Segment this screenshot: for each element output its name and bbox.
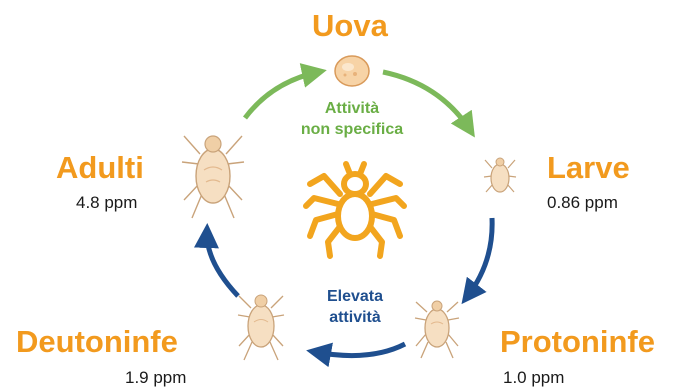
stage-protonymphs-value: 1.0 ppm (503, 369, 564, 386)
stage-adults-title: Adulti (56, 152, 144, 183)
egg-icon (333, 54, 371, 88)
adult-mite-icon (180, 122, 246, 222)
arrow-deutonymphs-to-adults (207, 232, 238, 296)
stage-larvae-value: 0.86 ppm (547, 194, 618, 211)
non-specific-activity-label: Attività non specifica (276, 98, 428, 140)
arrow-larvae-to-protonymphs (467, 218, 492, 297)
stage-deutonymphs-title: Deutoninfe (16, 326, 178, 357)
stage-protonymphs-title: Protoninfe (500, 326, 655, 357)
high-activity-label: Elevata attività (300, 286, 410, 328)
stage-deutonymphs-value: 1.9 ppm (125, 369, 186, 386)
high-activity-line2: attività (300, 307, 410, 328)
protonymph-mite-icon (413, 290, 461, 362)
deutonymph-mite-icon (236, 284, 286, 364)
stage-adults-value: 4.8 ppm (76, 194, 137, 211)
stage-larvae-title: Larve (547, 152, 630, 183)
spider-icon (300, 150, 410, 262)
stage-eggs-title: Uova (312, 10, 388, 41)
larva-mite-icon (483, 150, 517, 202)
high-activity-line1: Elevata (300, 286, 410, 307)
arrow-protonymphs-to-deutonymphs (315, 344, 405, 356)
non-specific-activity-line2: non specifica (276, 119, 428, 140)
non-specific-activity-line1: Attività (276, 98, 428, 119)
